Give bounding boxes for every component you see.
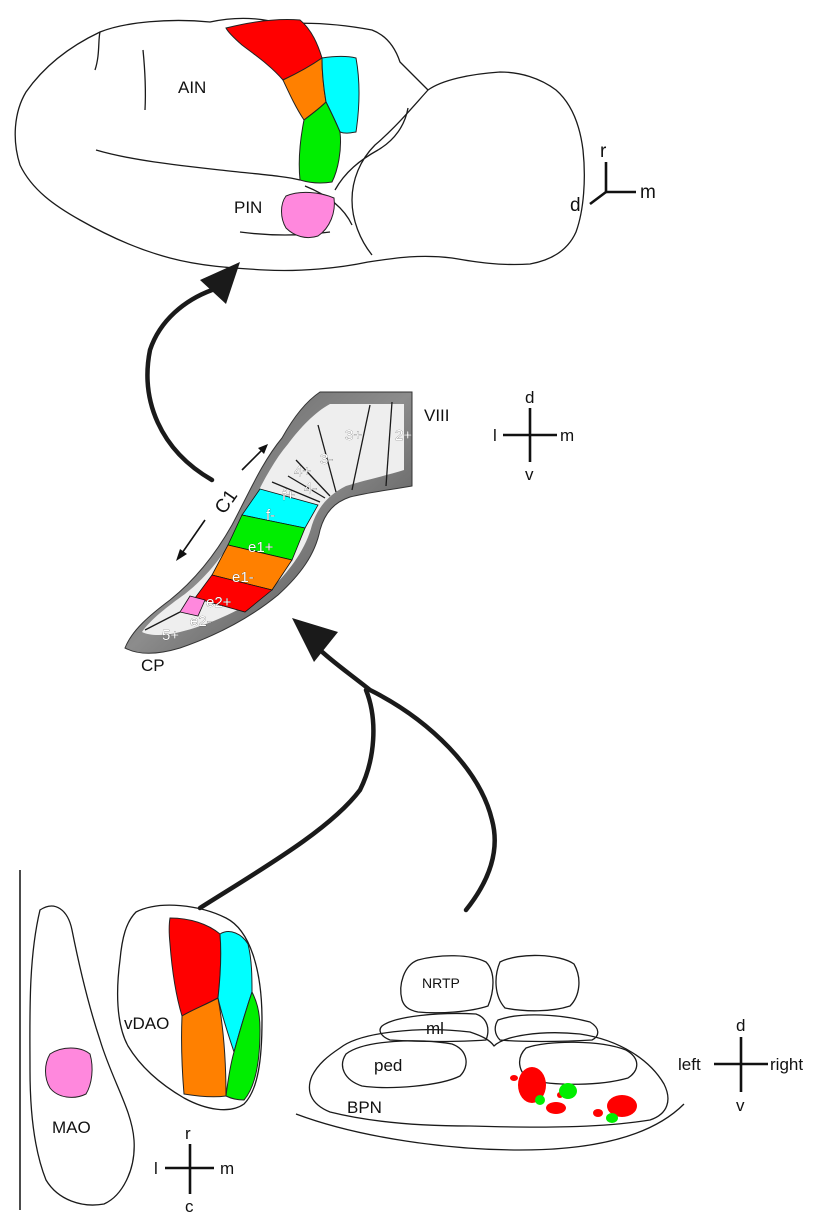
zone-label-f-plus: f+ [282,487,295,504]
bottom-left-orientation-axes: r c l m [154,1124,234,1214]
zone-label-4-plus: 4+ [294,463,311,480]
axis-label-c-bl: c [185,1197,194,1214]
bpn-label: BPN [347,1098,382,1117]
zone-label-e2-plus: e2+ [206,594,232,611]
zone-label-2-plus: 2+ [395,427,412,444]
arrowhead-to-nuclei [200,262,240,304]
mao-label: MAO [52,1118,91,1137]
zone-label-5-plus: 5+ [162,627,179,644]
axis-label-d: d [570,195,581,216]
axis-label-l-bl: l [154,1159,158,1178]
zone-label-3-minus: 3- [320,451,333,468]
pin-zone-pink [282,192,335,237]
spot-green-3 [606,1113,618,1123]
axis-label-r-bl: r [185,1124,191,1143]
ain-label: AIN [178,78,206,97]
mao-zone-pink [46,1048,93,1097]
spot-red-3 [546,1102,566,1114]
axis-label-m-mid: m [560,426,574,445]
nuclei-internal-line-3 [96,150,300,180]
ml-label: ml [426,1019,444,1038]
zone-label-f-minus: f- [266,507,275,524]
ped-left-outline [343,1041,467,1088]
cp-label: CP [141,656,165,675]
cortex-section-panel: 3+ 2+ 3- 4+ 4- f+ f- e1+ e1- e2+ e2- 5+ … [125,388,574,675]
ped-label: ped [374,1056,402,1075]
zone-label-e2-minus: e2- [190,613,212,630]
spot-green-2 [535,1095,545,1105]
projection-arrows-to-cortex [200,618,495,910]
spot-green-1 [559,1083,577,1099]
axis-label-m: m [640,182,656,203]
cerebellar-nuclei-panel: AIN PIN r d m [15,18,656,270]
pons-panel: NRTP ml ped BPN d v left right [296,955,803,1150]
pin-label: PIN [234,198,262,217]
spot-red-2 [510,1075,518,1081]
viii-label: VIII [424,406,450,425]
zone-label-4-minus: 4- [304,480,317,497]
nrtp-right-outline [496,955,579,1010]
axis-label-v-mid: v [525,465,534,484]
c1-label: C1 [211,486,242,518]
zone-label-3-plus: 3+ [345,427,362,444]
axis-label-l-mid: l [493,426,497,445]
axis-label-d-mid: d [525,388,534,407]
axis-label-d-br: d [736,1016,745,1035]
vdao-zone-orange [182,998,226,1097]
nrtp-label: NRTP [422,975,460,991]
zone-label-e1-plus: e1+ [248,539,274,556]
bottom-right-orientation-axes: d v left right [678,1016,803,1115]
bpn-labeling-spots [510,1067,637,1123]
nuclei-internal-line-6 [352,90,428,255]
vdao-label: vDAO [124,1014,169,1033]
axis-label-m-bl: m [220,1159,234,1178]
projection-arrow-cortex-to-nuclei [148,262,240,480]
axis-label-r: r [600,141,607,162]
inferior-olive-panel: MAO vDAO r c l m [20,870,262,1214]
axis-label-left-br: left [678,1055,701,1074]
axis-label-right-br: right [770,1055,803,1074]
zone-label-e1-minus: e1- [232,569,254,586]
spot-red-6 [593,1109,603,1117]
middle-orientation-axes: d v l m [493,388,574,484]
nuclei-internal-line-2 [143,50,145,110]
axis-label-v-br: v [736,1096,745,1115]
nuclei-internal-line-1 [95,32,100,70]
arrowhead-to-cortex [292,618,338,662]
